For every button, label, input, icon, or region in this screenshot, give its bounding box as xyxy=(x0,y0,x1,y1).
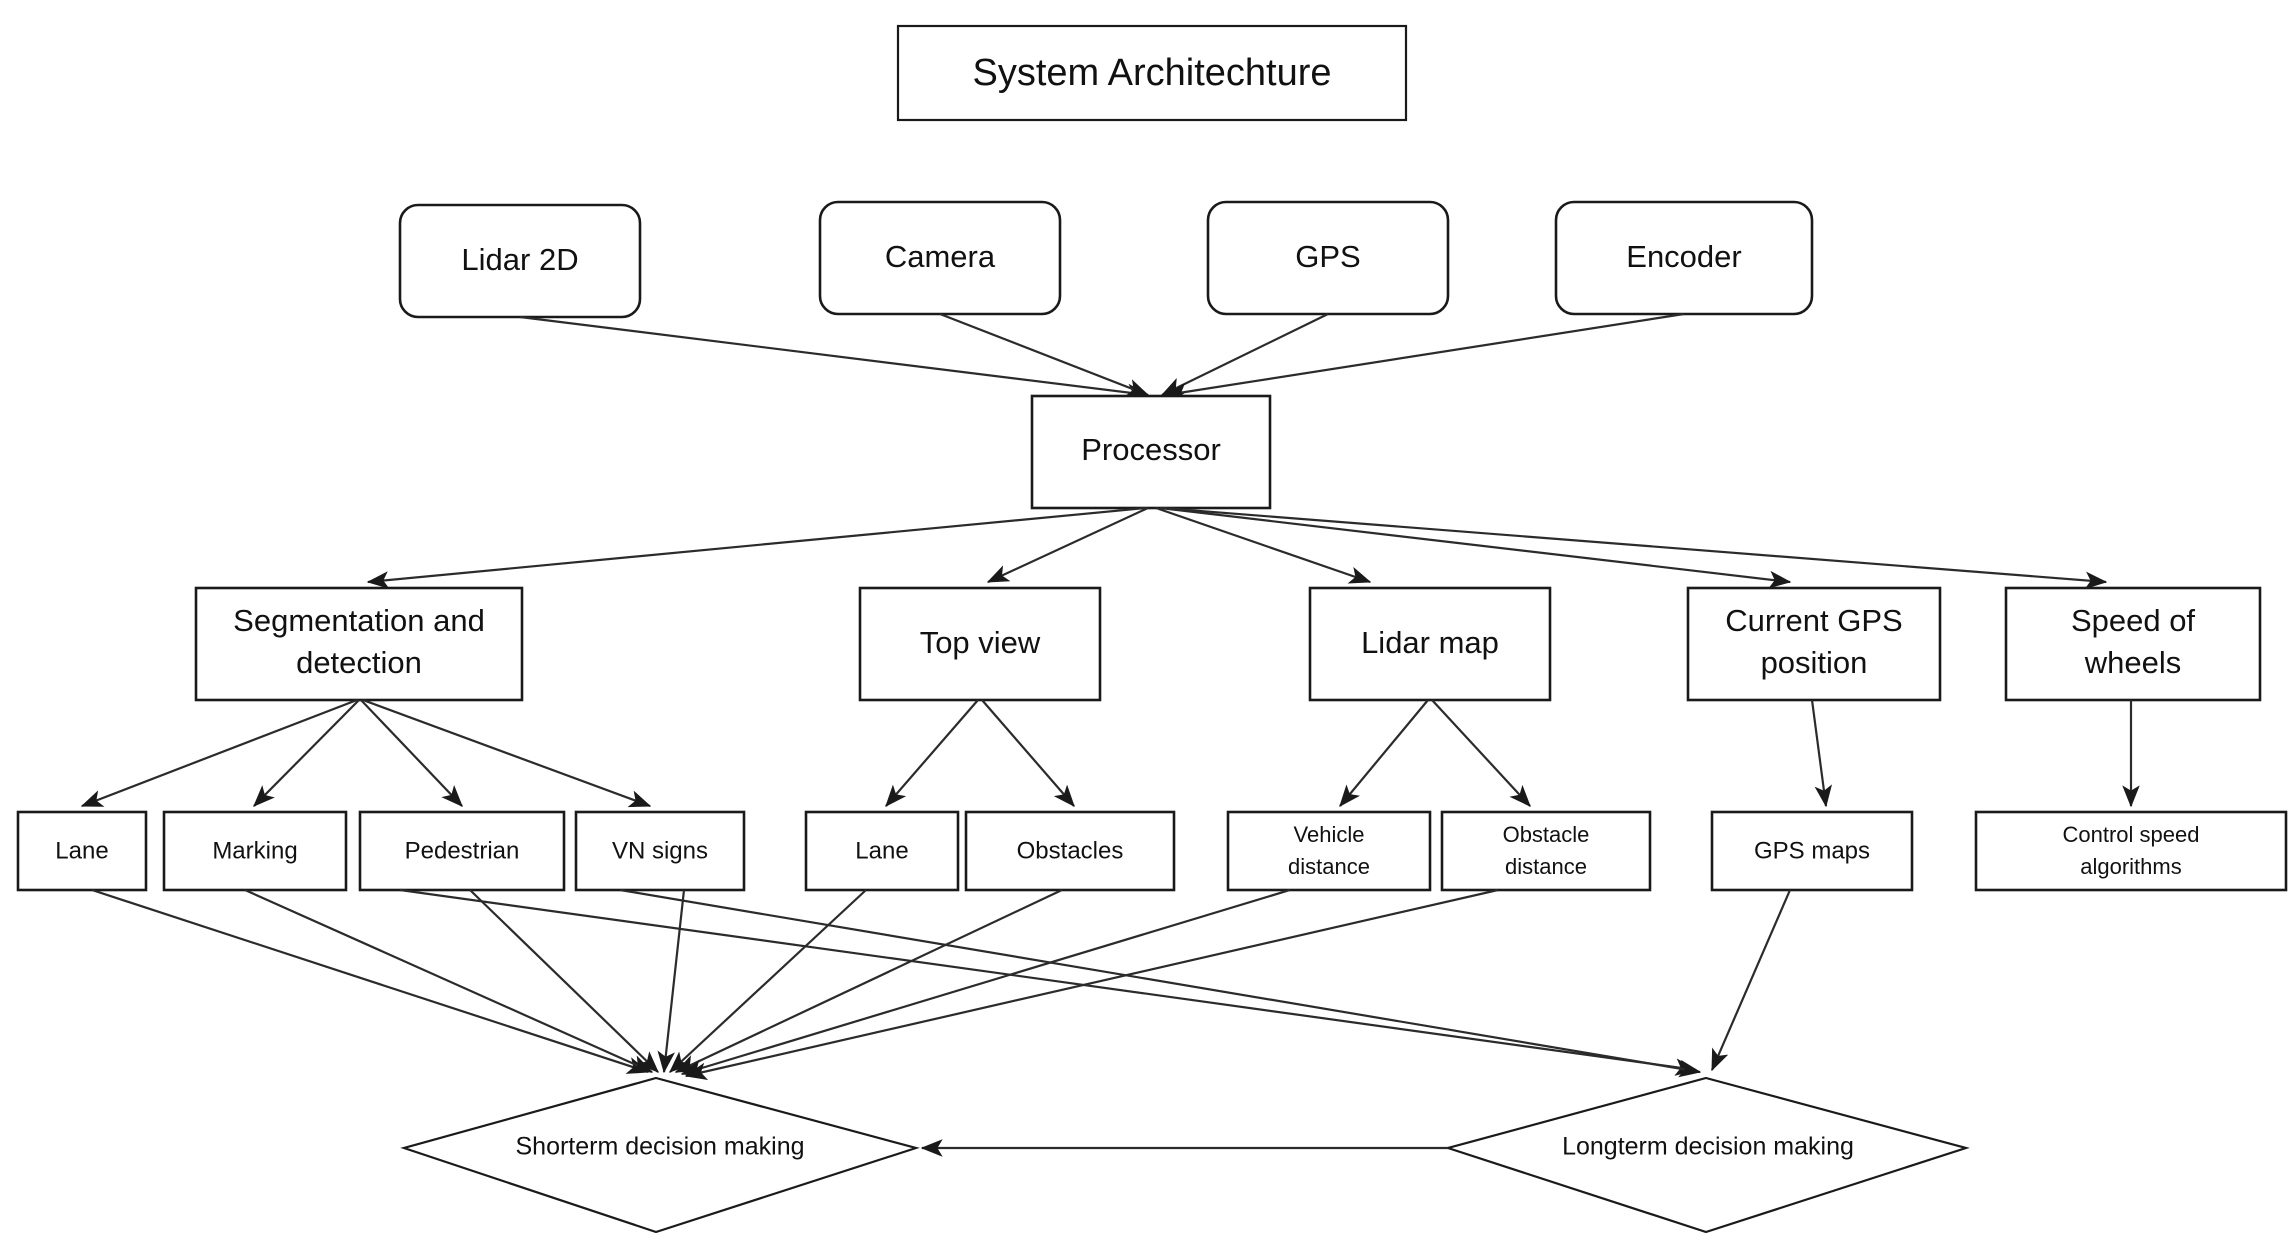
decision-node-shorterm[interactable]: Shorterm decision making xyxy=(400,1076,920,1234)
edge-lane-seg-to-shorterm xyxy=(91,888,650,1074)
leaf-label-lane-topview: Lane xyxy=(855,837,908,864)
edges-segmentation-to-leaves xyxy=(80,698,652,808)
processor-node[interactable]: Processor xyxy=(1030,394,1272,510)
processor-label: Processor xyxy=(1081,432,1221,467)
edge-top-view-to-lane xyxy=(885,699,979,807)
middle-label-gps-position-line1: Current GPS xyxy=(1725,603,1902,638)
edge-lidar-to-processor xyxy=(519,315,1150,402)
middle-label-speed-wheels-line1: Speed of xyxy=(2071,603,2195,638)
middle-label-lidar-map-line1: Lidar map xyxy=(1361,625,1499,660)
leaf-node-obstacles[interactable]: Obstacles xyxy=(964,810,1176,892)
decision-label-longterm: Longterm decision making xyxy=(1562,1133,1854,1161)
edge-marking-to-shorterm xyxy=(244,888,654,1074)
leaf-label-gps-maps: GPS maps xyxy=(1754,837,1870,864)
edge-processor-to-current-gps-position xyxy=(1159,506,1792,589)
edges-lidar-map-to-leaves xyxy=(1339,699,1531,808)
sensor-node-gps[interactable]: GPS xyxy=(1206,200,1450,316)
leaf-node-obstacle-distance[interactable]: Obstacle distance xyxy=(1440,810,1652,892)
edge-processor-to-speed-of-wheels xyxy=(1161,506,2108,590)
edge-vn-signs-to-shorterm xyxy=(657,889,686,1074)
middle-label-gps-position-line2: position xyxy=(1761,645,1868,680)
edge-segmentation-to-vn-signs xyxy=(362,698,652,808)
edge-lidar-map-to-vehicle-distance xyxy=(1339,699,1429,808)
edge-top-view-to-obstacles xyxy=(981,699,1075,807)
leaf-label-lane-seg: Lane xyxy=(55,837,108,864)
edges-leaves-to-shorterm-decision xyxy=(91,888,1499,1080)
leaf-node-vehicle-distance[interactable]: Vehicle distance xyxy=(1226,810,1432,892)
edge-segmentation-to-pedestrian xyxy=(360,699,463,807)
edge-processor-to-segmentation xyxy=(366,506,1147,589)
leaf-node-lane-seg[interactable]: Lane xyxy=(16,810,148,892)
leaf-node-lane-topview[interactable]: Lane xyxy=(804,810,960,892)
sensor-label-gps: GPS xyxy=(1295,239,1360,274)
leaf-label-marking: Marking xyxy=(212,837,297,864)
edge-obstacle-distance-to-shorterm xyxy=(684,888,1499,1080)
leaf-label-vehicle-distance-line1: Vehicle xyxy=(1294,822,1365,847)
sensor-label-encoder: Encoder xyxy=(1626,239,1741,274)
edge-processor-to-lidar-map xyxy=(1155,506,1372,584)
leaf-node-gps-maps[interactable]: GPS maps xyxy=(1710,810,1914,892)
edge-lane-topview-to-shorterm xyxy=(669,889,867,1073)
leaf-label-obstacles: Obstacles xyxy=(1017,837,1124,864)
leaf-node-vn-signs[interactable]: VN signs xyxy=(574,810,746,892)
edges-top-view-to-leaves xyxy=(885,699,1075,807)
edge-vn-signs-to-longterm xyxy=(619,888,1702,1078)
leaf-label-vehicle-distance-line2: distance xyxy=(1288,854,1370,879)
leaf-label-pedestrian: Pedestrian xyxy=(405,837,520,864)
leaf-label-control-speed-line1: Control speed xyxy=(2063,822,2200,847)
decision-node-longterm[interactable]: Longterm decision making xyxy=(1444,1076,1970,1234)
edge-gps-position-to-gps-maps xyxy=(1810,699,1833,808)
edge-pedestrian-to-longterm xyxy=(399,888,1698,1076)
edge-segmentation-to-marking xyxy=(253,699,360,807)
decision-label-shorterm: Shorterm decision making xyxy=(515,1133,804,1161)
middle-node-current-gps-position[interactable]: Current GPS position xyxy=(1686,586,1942,702)
edge-encoder-to-processor xyxy=(1164,312,1685,401)
leaf-label-vn-signs: VN signs xyxy=(612,837,708,864)
sensor-label-lidar-2d: Lidar 2D xyxy=(461,242,578,277)
edges-sensors-to-processor xyxy=(519,312,1685,402)
edge-segmentation-to-lane xyxy=(80,698,358,808)
leaf-node-control-speed-algorithms[interactable]: Control speed algorithms xyxy=(1974,810,2288,892)
middle-node-segmentation-and-detection[interactable]: Segmentation and detection xyxy=(194,586,524,702)
middle-label-segmentation-line2: detection xyxy=(296,645,422,680)
leaf-node-pedestrian[interactable]: Pedestrian xyxy=(358,810,566,892)
edge-lidar-map-to-obstacle-distance xyxy=(1431,699,1531,807)
middle-node-top-view[interactable]: Top view xyxy=(858,586,1102,702)
edge-obstacles-to-shorterm xyxy=(674,889,1063,1073)
edge-gps-maps-to-longterm xyxy=(1710,889,1792,1072)
edge-processor-to-top-view xyxy=(986,507,1149,583)
middle-node-speed-of-wheels[interactable]: Speed of wheels xyxy=(2004,586,2262,702)
edge-vehicle-distance-to-shorterm xyxy=(680,888,1291,1077)
edges-gps-position-to-leaves xyxy=(1810,699,1833,808)
sensor-node-lidar-2d[interactable]: Lidar 2D xyxy=(398,203,642,319)
sensor-label-camera: Camera xyxy=(885,239,996,274)
middle-node-lidar-map[interactable]: Lidar map xyxy=(1308,586,1552,702)
leaf-label-obstacle-distance-line2: distance xyxy=(1505,854,1587,879)
edge-pedestrian-to-shorterm xyxy=(469,889,659,1073)
middle-label-top-view-line1: Top view xyxy=(920,625,1041,660)
sensor-node-encoder[interactable]: Encoder xyxy=(1554,200,1814,316)
leaf-label-control-speed-line2: algorithms xyxy=(2080,854,2181,879)
title-label: System Architechture xyxy=(972,52,1331,94)
sensor-node-camera[interactable]: Camera xyxy=(818,200,1062,316)
leaf-node-marking[interactable]: Marking xyxy=(162,810,348,892)
title-node: System Architechture xyxy=(896,24,1408,122)
middle-label-segmentation-line1: Segmentation and xyxy=(233,603,485,638)
edge-camera-to-processor xyxy=(939,312,1150,397)
leaf-label-obstacle-distance-line1: Obstacle xyxy=(1503,822,1590,847)
edge-gps-to-processor xyxy=(1160,313,1329,396)
edges-leaves-to-longterm-decision xyxy=(399,888,1792,1078)
middle-label-speed-wheels-line2: wheels xyxy=(2084,645,2182,680)
edges-processor-to-middle xyxy=(366,506,2108,590)
